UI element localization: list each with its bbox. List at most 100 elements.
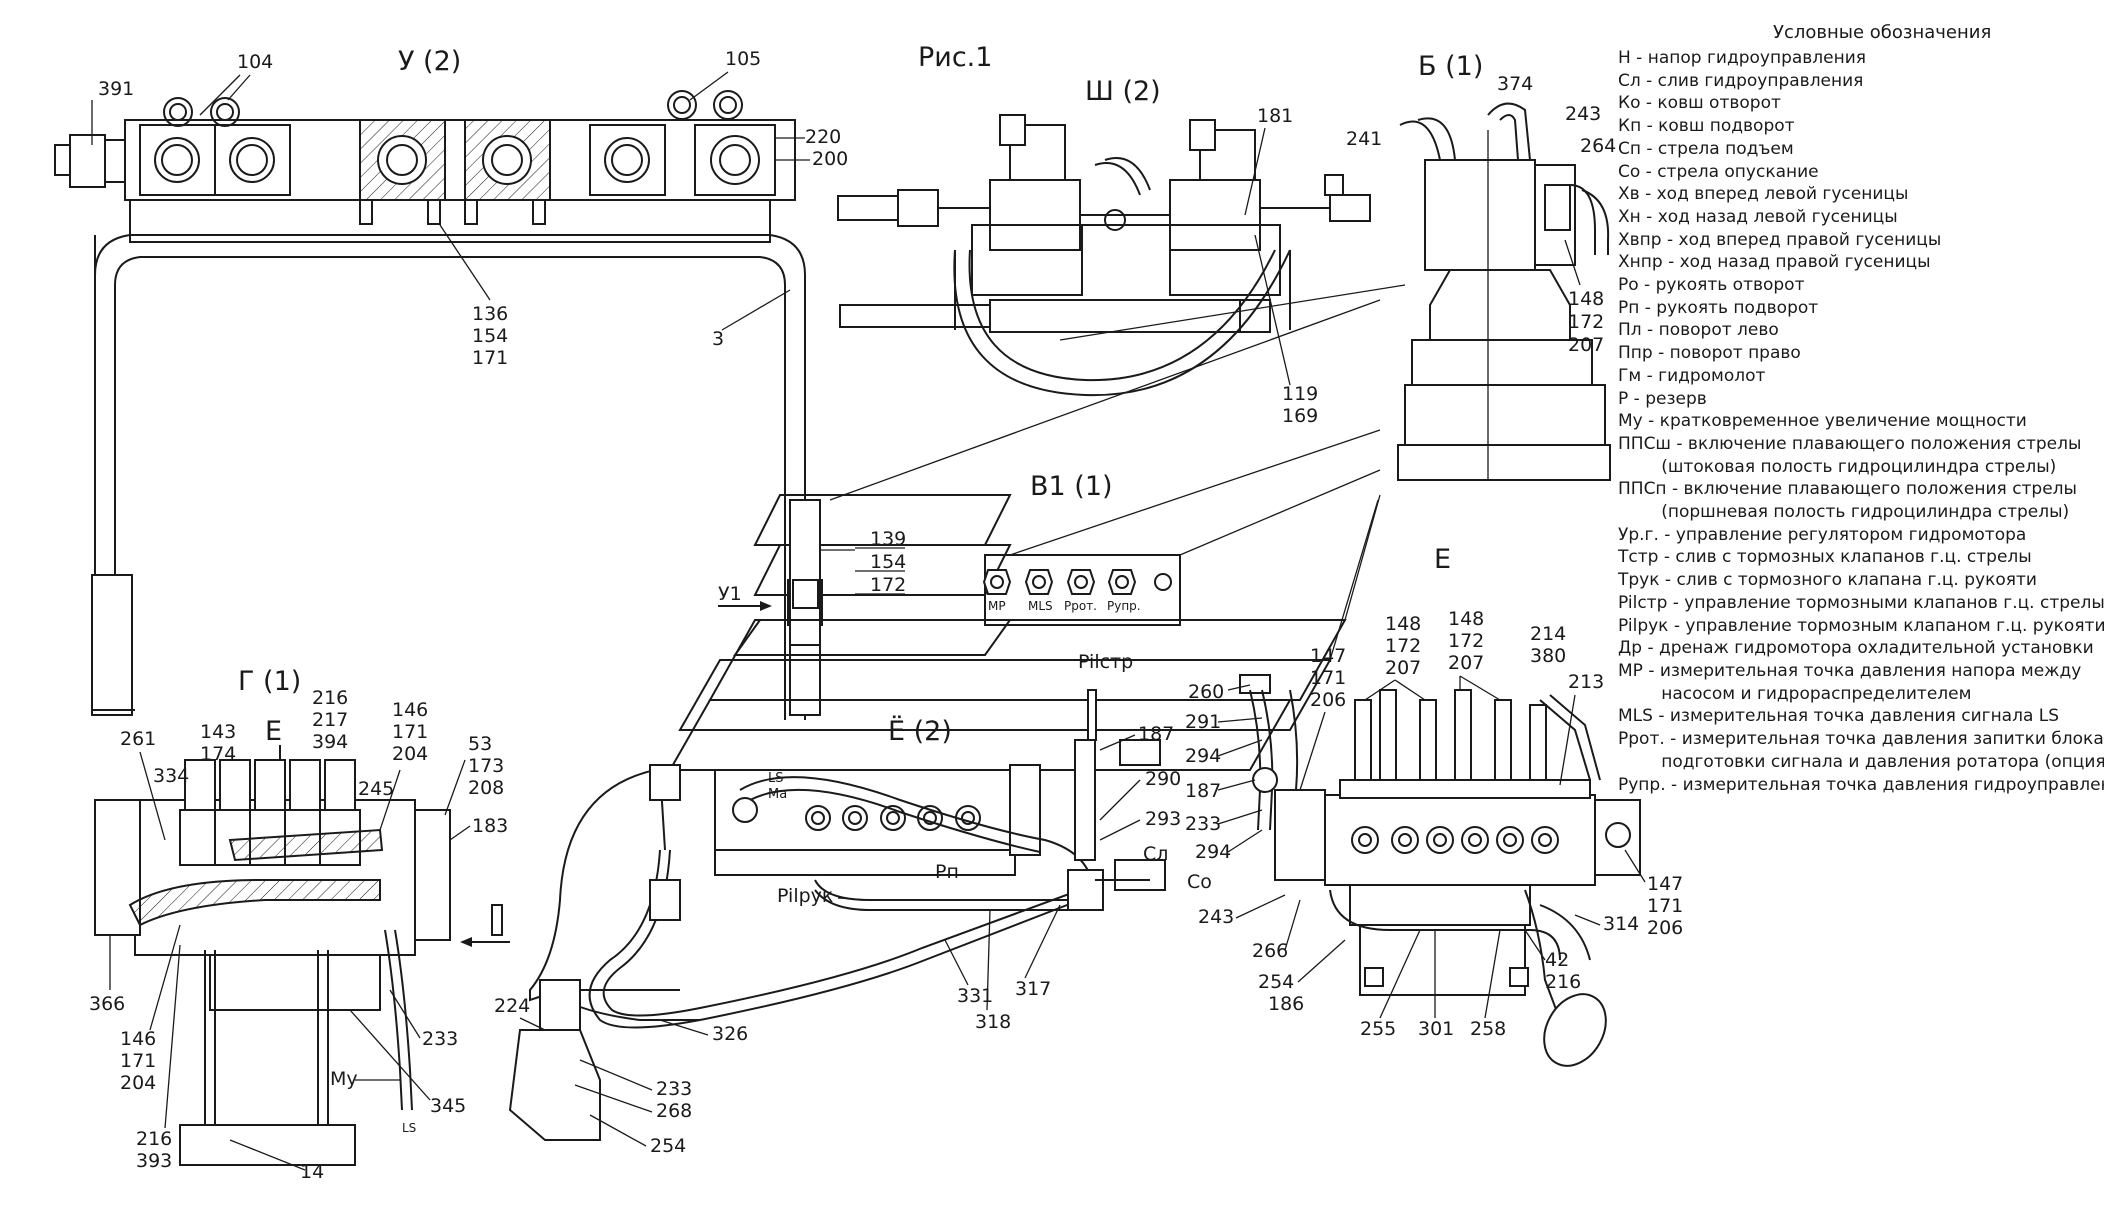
callout-172c: 172: [1385, 635, 1421, 657]
callout-181: 181: [1257, 105, 1293, 127]
callout-139: 139: [870, 528, 906, 550]
legend-item: Хвпр - ход вперед правой гусеницы: [1618, 229, 1942, 250]
coil-clamps: [163, 90, 743, 127]
callout-294a: 294: [1185, 745, 1221, 767]
view-yo-title: Ё (2): [888, 715, 952, 747]
legend-item: Трук - слив с тормозного клапана г.ц. ру…: [1618, 570, 2037, 591]
legend-item: Пл - поворот лево: [1618, 320, 1779, 341]
callout-314: 314: [1603, 913, 1639, 935]
callout-207c: 207: [1448, 652, 1484, 674]
callout-171b: 171: [392, 721, 428, 743]
legend-item: (поршневая полость гидроцилиндра стрелы): [1618, 502, 2070, 523]
legend-item: Н - напор гидроуправления: [1618, 48, 1867, 68]
motor-head: [1424, 159, 1536, 271]
callout-264: 264: [1580, 135, 1616, 157]
view-g-valve-block: Г (1) Е Му LS: [89, 666, 510, 1183]
callout-174: 174: [200, 743, 236, 765]
legend-item: Гм - гидромолот: [1618, 365, 1766, 386]
callout-268: 268: [656, 1100, 692, 1122]
port-rp: Рп: [935, 861, 959, 883]
callout-394: 394: [312, 731, 348, 753]
callout-301: 301: [1418, 1018, 1454, 1040]
middle-hoses: 260 291 294 187 233 294: [1185, 674, 1299, 863]
callout-186: 186: [1268, 993, 1304, 1015]
callout-326: 326: [712, 1023, 748, 1045]
legend-item: Кп - ковш подворот: [1618, 116, 1795, 137]
legend-item: Рп - рукоять подворот: [1618, 297, 1819, 318]
callout-183: 183: [472, 815, 508, 837]
callout-208: 208: [468, 777, 504, 799]
legend-item: Pilрук - управление тормозным клапаном г…: [1618, 615, 2104, 636]
callout-204a: 204: [392, 743, 428, 765]
callout-258: 258: [1470, 1018, 1506, 1040]
callout-245: 245: [358, 778, 394, 800]
base-plate: [179, 1124, 356, 1166]
callout-254b: 254: [650, 1135, 686, 1157]
callout-254a: 254: [1258, 971, 1294, 993]
view-e-small: Е: [265, 716, 282, 747]
fitting: [104, 139, 128, 183]
callout-391: 391: [98, 78, 134, 100]
port-pilstr: Pilстр: [1078, 651, 1133, 673]
legend-item: МР - измерительная точка давления напора…: [1618, 660, 2082, 681]
view-sh-title: Ш (2): [1085, 76, 1161, 107]
legend-item: MLS - измерительная точка давления сигна…: [1618, 706, 2060, 727]
view-e-title: Е: [1434, 544, 1451, 575]
legend-item: ППСп - включение плавающего положения ст…: [1618, 479, 2077, 500]
view-g-title: Г (1): [238, 666, 301, 697]
callout-207a: 207: [1568, 334, 1604, 356]
port-ls-g: LS: [402, 1121, 416, 1135]
callout-3: 3: [712, 328, 724, 350]
legend-item: Тстр - слив с тормозных клапанов г.ц. ст…: [1618, 547, 2032, 568]
callout-200: 200: [812, 148, 848, 170]
view-u1-label: У1: [718, 583, 742, 605]
callout-171c: 171: [120, 1050, 156, 1072]
legend-item: Pупр. - измерительная точка давления гид…: [1618, 774, 2104, 795]
test-port-mp: MP: [982, 569, 1012, 613]
view-yo-assembly: Ё (2) LS Ma: [494, 651, 1212, 1157]
legend-item: Му - кратковременное увеличение мощности: [1618, 411, 2027, 432]
legend-item: Хнпр - ход назад правой гусеницы: [1618, 252, 1931, 273]
view-b-title: Б (1): [1418, 51, 1483, 82]
callout-260: 260: [1188, 681, 1224, 703]
loop-hose-inner: [968, 249, 1276, 382]
callout-293: 293: [1145, 808, 1181, 830]
legend-item: Хн - ход назад левой гусеницы: [1618, 206, 1898, 227]
port-sl: Сл: [1143, 843, 1168, 865]
legend-item: Pilстр - управление тормозными клапанов …: [1618, 592, 2104, 613]
port-so: Со: [1187, 871, 1212, 893]
legend-item: Ур.г. - управление регулятором гидромото…: [1618, 524, 2027, 545]
view-v1-title: В1 (1): [1030, 471, 1113, 502]
legend-item: подготовки сигнала и давления ротатора (…: [1618, 751, 2104, 772]
callout-366: 366: [89, 993, 125, 1015]
callout-172d: 172: [1448, 630, 1484, 652]
callout-217: 217: [312, 709, 348, 731]
callout-291: 291: [1185, 711, 1221, 733]
callout-169: 169: [1282, 405, 1318, 427]
callout-148c: 148: [1448, 608, 1484, 630]
test-port-prot: Pрот.: [1064, 569, 1097, 613]
legend-item: насосом и гидрораспределителем: [1618, 683, 1972, 704]
tube-frame-outer: [94, 234, 806, 720]
callout-53: 53: [468, 733, 492, 755]
callout-104: 104: [237, 51, 273, 73]
callout-331: 331: [957, 985, 993, 1007]
yo-ports: [732, 797, 981, 831]
callout-214: 214: [1530, 623, 1566, 645]
tube-frame-inner: [114, 256, 786, 720]
e-top-fittings: [1354, 689, 1601, 781]
callout-154b: 154: [870, 551, 906, 573]
callout-206a: 206: [1310, 689, 1346, 711]
legend-item: Р - резерв: [1618, 388, 1707, 409]
base-bolts: [359, 199, 546, 225]
legend-item: Сп - стрела подъем: [1618, 138, 1794, 159]
callout-290: 290: [1145, 768, 1181, 790]
svg-text:MLS: MLS: [1028, 599, 1053, 613]
test-port-mls: MLS: [1024, 569, 1054, 613]
callout-261: 261: [120, 728, 156, 750]
callout-143: 143: [200, 721, 236, 743]
solenoid-valve-1: [989, 179, 1081, 251]
bracket-sheets: [668, 494, 1381, 771]
callout-171d: 171: [1310, 667, 1346, 689]
